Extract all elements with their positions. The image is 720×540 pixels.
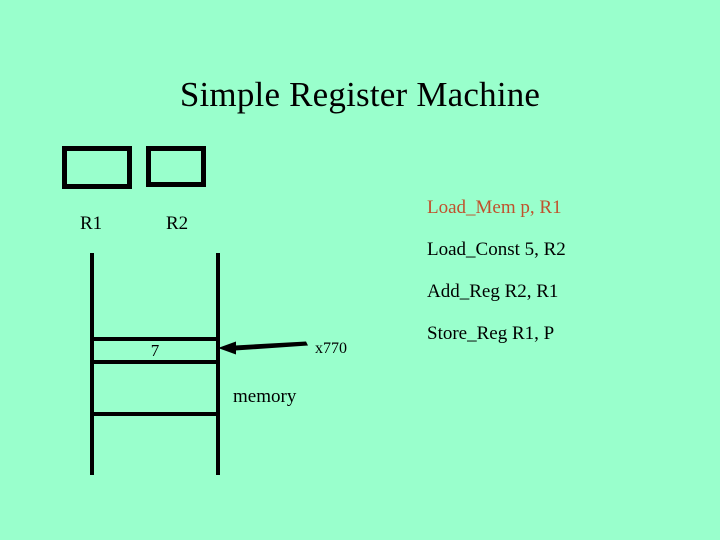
register-box-r2: [146, 146, 206, 187]
instruction-item-load-mem: Load_Mem p, R1: [427, 197, 562, 218]
memory-cell-divider: [90, 412, 220, 416]
memory-column-left-edge: [90, 253, 94, 475]
memory-label: memory: [233, 386, 297, 407]
register-label-r2: R2: [166, 213, 189, 234]
register-box-r1: [62, 146, 132, 189]
instruction-item-store-reg: Store_Reg R1, P: [427, 323, 555, 344]
instruction-item-add-reg: Add_Reg R2, R1: [427, 281, 559, 302]
instruction-list: Load_Mem p, R1 Load_Const 5, R2 Add_Reg …: [427, 197, 697, 365]
memory-column-right-edge: [216, 253, 220, 475]
memory-address-label: x770: [315, 340, 347, 357]
pointer-arrow-icon: [218, 341, 308, 355]
memory-cell-highlighted: 7: [90, 337, 220, 364]
page-title: Simple Register Machine: [179, 75, 541, 114]
instruction-item-load-const: Load_Const 5, R2: [427, 239, 566, 260]
register-label-r1: R1: [80, 213, 103, 234]
